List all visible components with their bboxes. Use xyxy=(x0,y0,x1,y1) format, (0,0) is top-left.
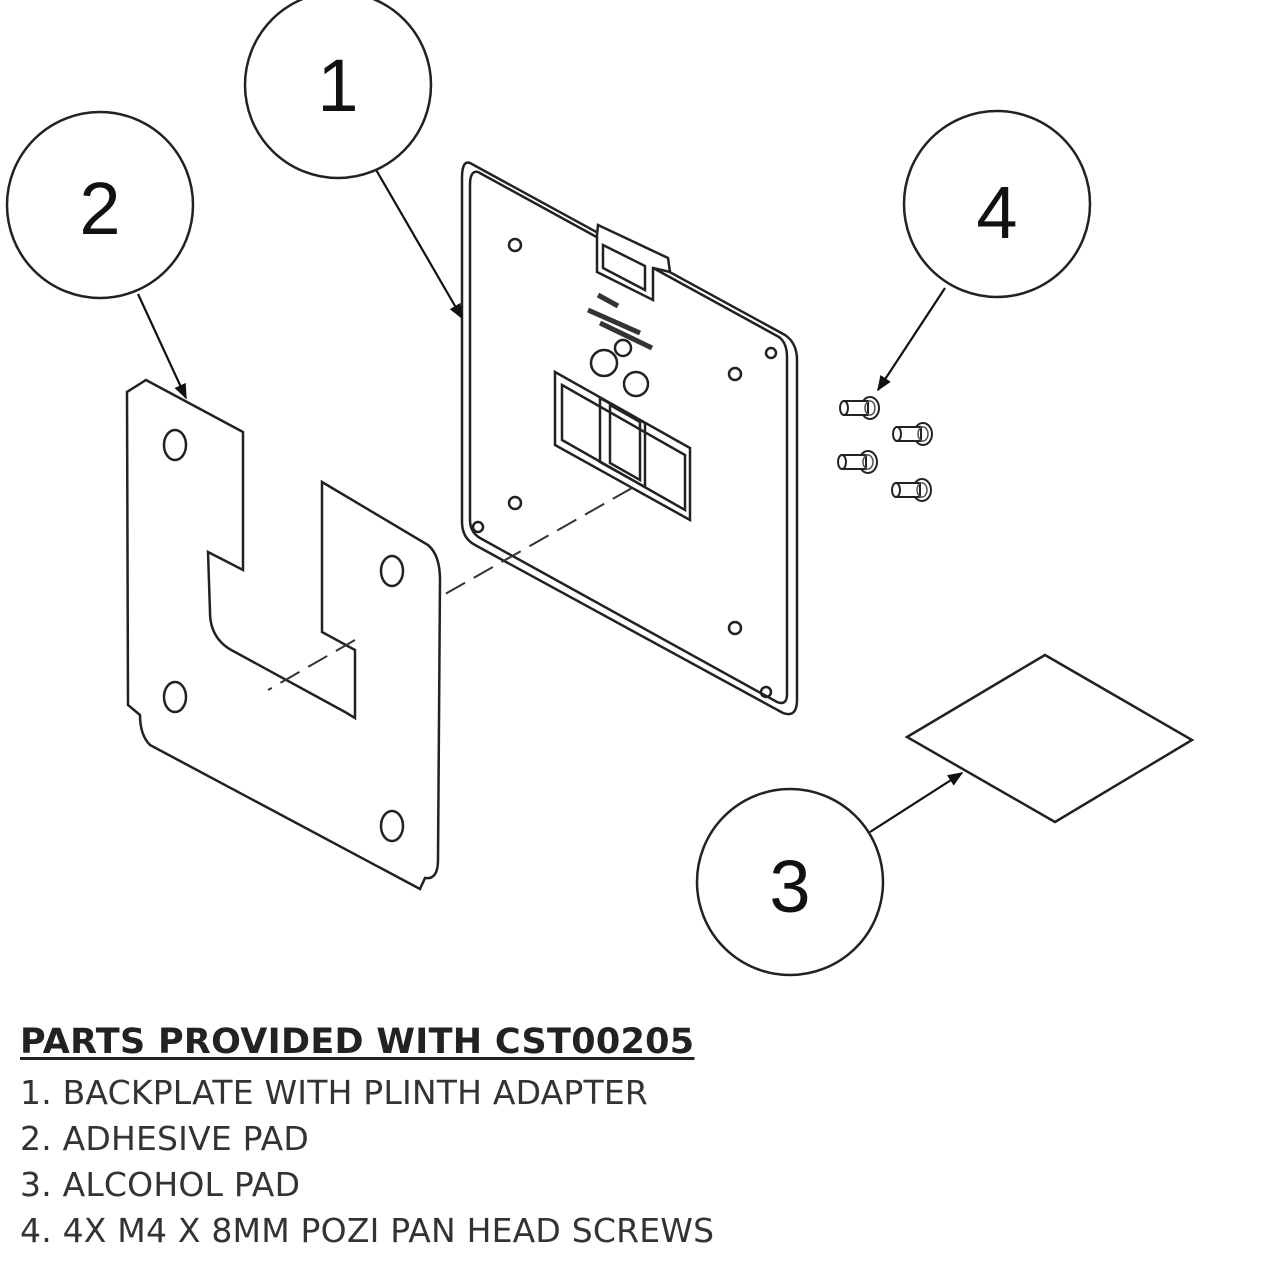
parts-list-item: 3. ALCOHOL PAD xyxy=(20,1165,301,1204)
exploded-assembly-drawing: 1 2 4 3 xyxy=(5,0,1195,977)
balloon-3-number: 3 xyxy=(769,845,810,928)
balloon-2-number: 2 xyxy=(79,167,120,250)
parts-list-item: 2. ADHESIVE PAD xyxy=(20,1119,309,1158)
alignment-dash-line xyxy=(267,487,633,691)
parts-list-title: PARTS PROVIDED WITH CST00205 xyxy=(20,1022,695,1062)
alcohol-pad-part xyxy=(904,653,1195,824)
backplate-part xyxy=(460,161,799,716)
balloon-2: 2 xyxy=(5,110,195,300)
parts-list: 1. BACKPLATE WITH PLINTH ADAPTER 2. ADHE… xyxy=(20,1070,714,1254)
parts-list-section: PARTS PROVIDED WITH CST00205 1. BACKPLAT… xyxy=(20,1022,714,1254)
balloon-1: 1 xyxy=(243,0,433,180)
screws-part xyxy=(837,396,933,502)
parts-list-item: 1. BACKPLATE WITH PLINTH ADAPTER xyxy=(20,1073,649,1112)
balloon-4-number: 4 xyxy=(976,171,1017,254)
adhesive-pad-part xyxy=(125,378,442,891)
balloon-3: 3 xyxy=(695,787,885,977)
parts-list-item: 4. 4X M4 X 8MM POZI PAN HEAD SCREWS xyxy=(20,1211,715,1250)
balloon-4: 4 xyxy=(902,109,1092,299)
leader-lines xyxy=(137,167,964,833)
balloon-1-number: 1 xyxy=(317,44,358,127)
